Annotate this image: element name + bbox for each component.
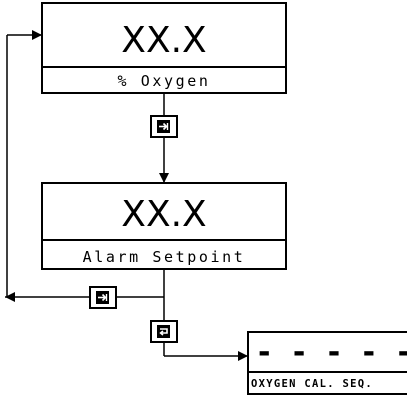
alarm-setpoint-display: XX.X Alarm Setpoint: [41, 182, 287, 270]
enter-key-1: [150, 115, 178, 138]
enter-key-2: [89, 286, 117, 309]
oxygen-label: % Oxygen: [117, 72, 210, 90]
enter-icon: [157, 120, 170, 133]
cal-label: OXYGEN CAL. SEQ.: [251, 378, 373, 390]
return-icon: [157, 325, 170, 338]
alarm-value: XX.X: [121, 194, 206, 235]
oxygen-cal-display: - - - - - OXYGEN CAL. SEQ.: [247, 331, 407, 395]
oxygen-display: XX.X % Oxygen: [41, 2, 287, 94]
cal-dashes: - - - - -: [258, 335, 407, 370]
oxygen-value: XX.X: [121, 20, 206, 61]
return-key: [150, 320, 178, 343]
alarm-label: Alarm Setpoint: [83, 248, 246, 266]
enter-icon: [96, 291, 109, 304]
